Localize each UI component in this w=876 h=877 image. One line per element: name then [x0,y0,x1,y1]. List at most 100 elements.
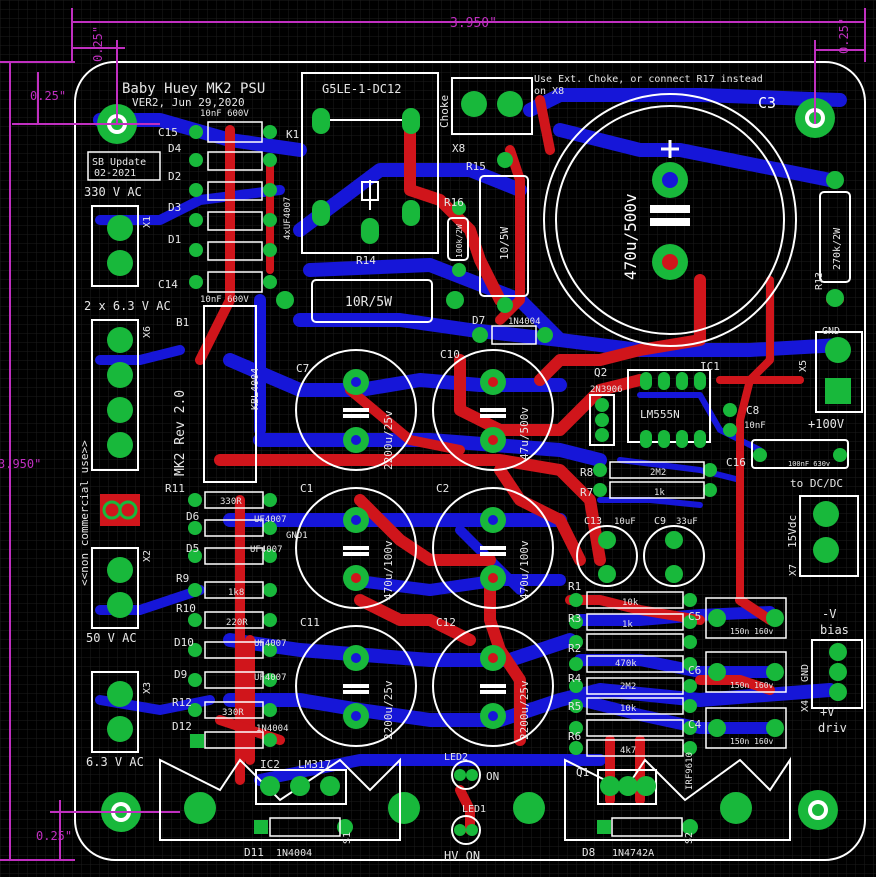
board-version: VER2, Jun 29,2020 [132,96,245,109]
r9-label: R9 [176,572,189,585]
d12-label: D12 [172,720,192,733]
neg-bias-1: -V [822,607,836,621]
regulator-pads [260,776,656,796]
c15-label: C15 [158,126,178,139]
x1-terminal [91,205,139,287]
relay-model: G5LE-1-DC12 [322,82,401,96]
x2-label: X2 [142,550,153,562]
c16-value: 100nF 630v [788,460,830,468]
led2-body [451,760,481,790]
choke-label: Choke [438,95,451,128]
c11-label: C11 [300,616,320,629]
c9-value: 33uF [676,517,698,527]
d10-value: UF4007 [254,639,287,649]
ic1-value: LM555N [640,408,680,421]
ic1-label: IC1 [700,360,720,373]
c13-value: 10uF [614,517,636,527]
pos-driv-1: +V [820,705,834,719]
r8-value: 2M2 [650,468,666,478]
c9-label: C9 [654,516,666,527]
neg-bias-2: bias [820,623,849,637]
c10-label: C10 [440,348,460,361]
d8-value: 1N4742A [612,848,654,859]
r11-label: R11 [165,482,185,495]
ic2-label: IC2 [260,758,280,771]
d4-label: D4 [168,142,182,155]
dimension-lines [0,8,866,861]
d7-value: 1N4004 [508,317,541,327]
c6-label: C6 [688,664,701,677]
c3-capacitor: C3 470u/500v [543,93,797,347]
c13-capacitor [576,525,638,587]
c11-capacitor [295,625,417,747]
radial-cap-bars [343,408,506,694]
c8-label: C8 [746,404,759,417]
c15-value: 10nF 600V [200,109,249,119]
bolt-hole-3 [513,792,545,824]
c2-label: C2 [436,482,449,495]
c3-value: 470u/500v [621,193,640,280]
x3-terminal [91,671,139,753]
silkscreen-boxes [87,121,787,837]
r2-value: 470k [615,659,637,669]
c16-body [751,439,849,469]
gnd-label-2: GND [800,664,811,682]
c12-value: 2200u/25v [518,680,531,740]
r1-label: R1 [568,580,581,593]
bottom-copper-layer [93,88,847,786]
r8-label: R8 [580,466,593,479]
r10-value: 220R [226,618,248,628]
c12-label: C12 [436,616,456,629]
c7-capacitor [295,349,417,471]
r7-value: 1k [654,488,665,498]
c1-capacitor [295,487,417,609]
r15-label: R15 [466,160,486,173]
r4-label: R4 [568,672,582,685]
x2-terminal [91,547,139,629]
x7-terminal [799,495,859,577]
to-dcdc-label: to DC/DC [790,477,843,490]
d1-label: D1 [168,233,181,246]
c3-label: C3 [758,94,776,112]
dim-height: 3.950" [0,457,41,471]
x6-label: X6 [142,326,153,338]
k1-label: K1 [286,128,299,141]
x1-label: X1 [142,216,153,228]
r6-value: 4k7 [620,746,636,756]
d11-label: D11 [244,846,264,859]
d7-label: D7 [472,314,485,327]
r6-label: R6 [568,730,581,743]
terminal-blocks [91,77,863,753]
dim-tl-y: 0.25" [91,26,105,62]
c5-label: C5 [688,610,701,623]
q1-value: IRF9610 [685,752,695,790]
dim-width: 3.950" [450,16,497,31]
c14-value: 10nF 600V [200,295,249,305]
r16-value: 100k/2W [455,224,464,258]
s1-label: S1 [342,832,353,844]
c3-r13-label: R13 [814,272,825,290]
r11-value: 330R [220,497,242,507]
x8-label: X8 [452,142,465,155]
x4-terminal [811,639,863,709]
x8-terminal [451,77,533,135]
radial-capacitors [295,349,705,747]
c4-value: 150n 160v [730,737,774,746]
r14-value: 10R/5W [345,295,392,310]
dimension-labels: 3.950" 3.950" 0.25" 0.25" 0.25" 0.25" [0,16,851,843]
d8-label: D8 [582,846,595,859]
d9-label: D9 [174,668,187,681]
q2-value: 2N3906 [590,385,623,395]
r12-label: R12 [172,696,192,709]
c7-value: 2200u/25v [382,410,395,470]
board-outline [74,61,866,861]
r1-value: 10k [622,598,639,608]
top-copper-layer [195,95,844,835]
b1-body [203,305,257,483]
d3-label: D3 [168,201,181,214]
d5-label: D5 [186,542,199,555]
pos-driv-2: driv [818,721,847,735]
heater-ac-label: 2 x 6.3 V AC [84,299,171,313]
led2-label: LED2 [444,752,468,763]
